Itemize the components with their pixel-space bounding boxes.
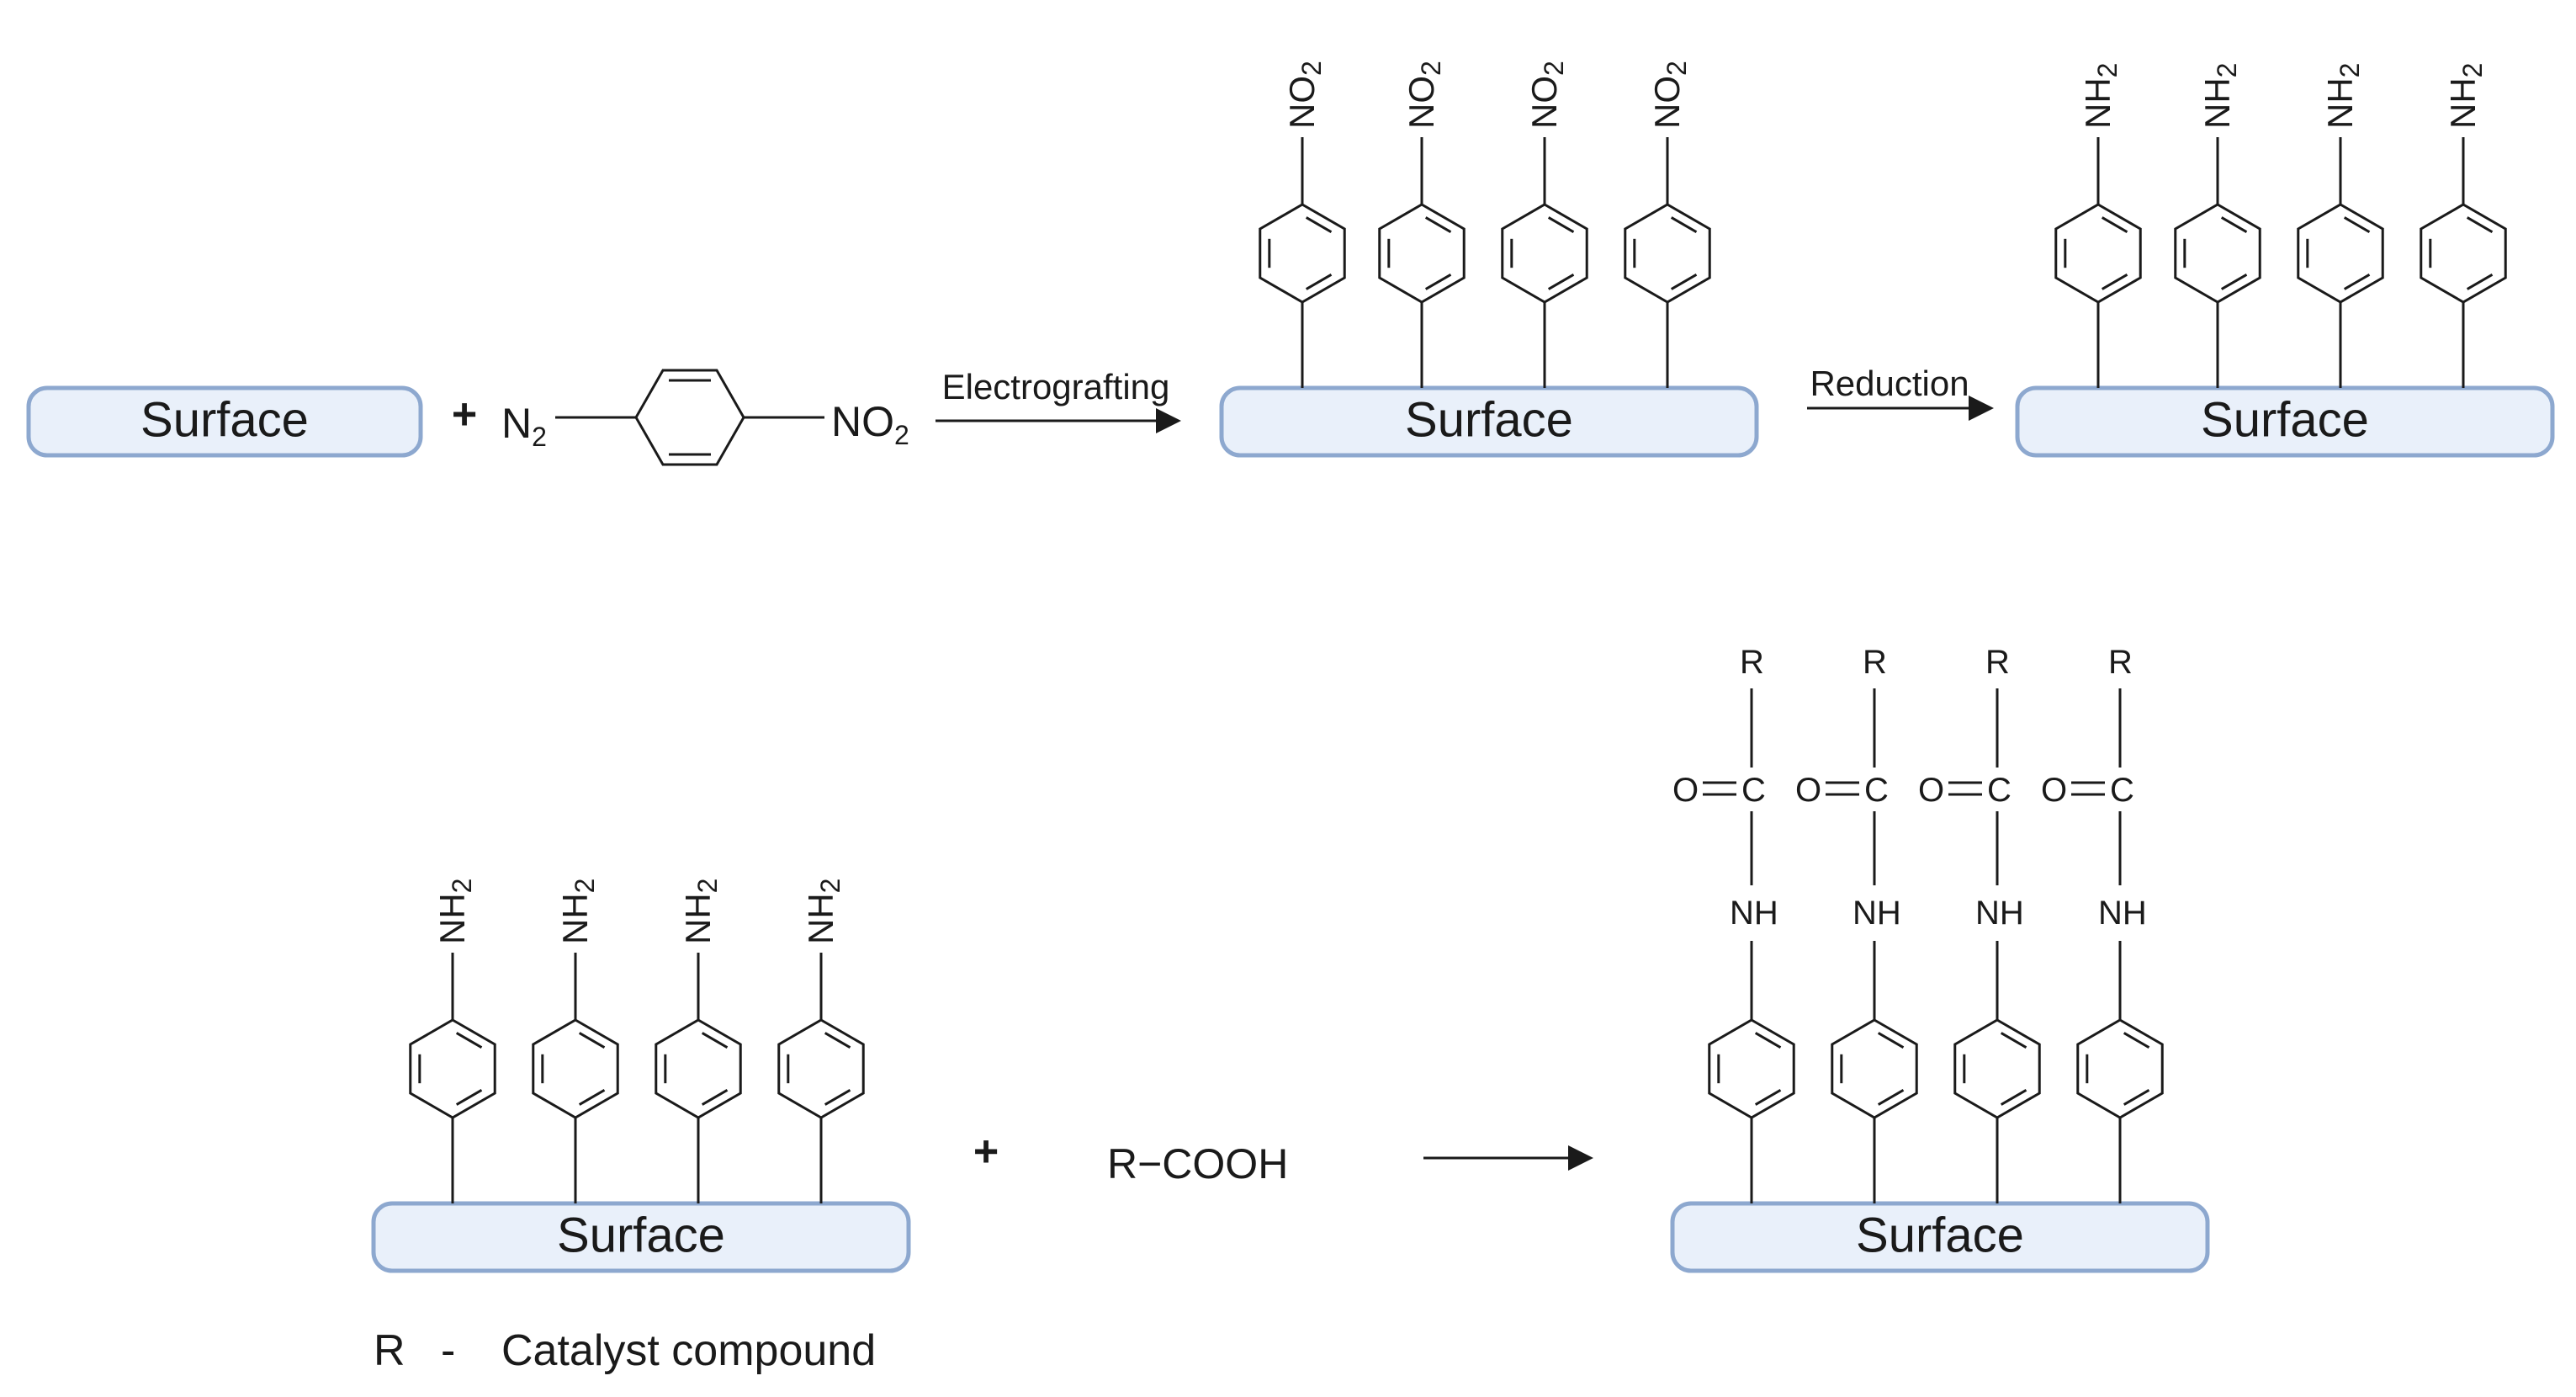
surface-label: Surface — [1405, 392, 1573, 447]
amide-chain: NH C O R — [1672, 644, 1795, 1203]
nitrophenyl-surface: Surface NO2 NO2 NO2 NO2 — [1219, 61, 1759, 458]
benzene-ring — [1501, 203, 1588, 304]
phenyl-chain: NH2 — [2174, 63, 2261, 388]
carbonyl-carbon: C — [1987, 772, 2012, 809]
carbonyl-carbon: C — [1864, 772, 1889, 809]
phenyl-chain: NO2 — [1624, 61, 1711, 388]
amide-nh: NH — [1730, 895, 1778, 932]
benzene-ring — [2420, 203, 2507, 304]
r-group: R — [1863, 644, 1887, 681]
surface-start: Surface — [26, 385, 423, 458]
phenyl-chain: NH2 — [2420, 63, 2507, 388]
arrow-label-electrografting: Electrografting — [942, 367, 1170, 406]
nitro-group: NO2 — [1647, 61, 1692, 129]
surface-label: Surface — [557, 1208, 725, 1262]
benzene-ring — [1831, 1018, 1918, 1119]
r-group: R — [1985, 644, 2010, 681]
phenyl-chain: NH2 — [777, 879, 865, 1203]
benzene-ring — [655, 1018, 742, 1119]
carbonyl-carbon: C — [1741, 772, 1766, 809]
plus-sign: + — [973, 1128, 999, 1177]
benzene-ring — [1624, 203, 1711, 304]
legend: R - Catalyst compound — [374, 1326, 876, 1375]
nitro-subscript: 2 — [894, 420, 909, 450]
phenyl-chain: NO2 — [1259, 61, 1346, 388]
amine-group: NH2 — [2078, 63, 2123, 129]
benzene-ring — [1708, 1018, 1795, 1119]
carbonyl-oxygen: O — [2041, 772, 2067, 809]
carbonyl-oxygen: O — [1918, 772, 1944, 809]
benzene-ring — [634, 369, 745, 466]
nitro-group: NO2 — [1402, 61, 1446, 129]
amine-group: NH2 — [432, 879, 477, 944]
amine-group: NH2 — [2320, 63, 2365, 129]
phenyl-chain: NH2 — [2297, 63, 2384, 388]
aminophenyl-surface: Surface NH2 NH2 NH2 NH2 — [2015, 63, 2555, 458]
surface-label: Surface — [2201, 392, 2369, 447]
benzene-ring — [777, 1018, 865, 1119]
nitro-group: NO2 — [1524, 61, 1569, 129]
r-group: R — [1740, 644, 1764, 681]
nitro-group: NO — [831, 398, 894, 445]
benzene-ring — [532, 1018, 619, 1119]
amide-nh: NH — [1852, 895, 1901, 932]
benzene-ring — [2076, 1018, 2164, 1119]
benzene-ring — [2054, 203, 2142, 304]
amine-group: NH2 — [801, 879, 845, 944]
surface-label: Surface — [1856, 1208, 2024, 1262]
amine-group: NH2 — [678, 879, 723, 944]
arrow-label-reduction: Reduction — [1810, 364, 1969, 403]
svg-text:NO2: NO2 — [831, 398, 909, 450]
phenyl-chain: NO2 — [1501, 61, 1588, 388]
amine-group: NH2 — [2443, 63, 2488, 129]
legend-symbol: R — [374, 1326, 405, 1375]
phenyl-chain: NH2 — [2054, 63, 2142, 388]
benzene-ring — [2297, 203, 2384, 304]
nitro-group: NO2 — [1282, 61, 1327, 129]
phenyl-chain: NO2 — [1378, 61, 1466, 388]
arrow-electrografting: Electrografting — [936, 367, 1181, 433]
amide-chain: NH C O R — [1918, 644, 2041, 1203]
r-group: R — [2108, 644, 2133, 681]
diazonium-subscript: 2 — [532, 422, 547, 452]
carbonyl-oxygen: O — [1672, 772, 1699, 809]
carbonyl-oxygen: O — [1795, 772, 1821, 809]
phenyl-chain: NH2 — [409, 879, 496, 1203]
benzene-ring — [1259, 203, 1346, 304]
legend-meaning: Catalyst compound — [501, 1326, 876, 1375]
benzene-ring — [1953, 1018, 2041, 1119]
legend-dash: - — [441, 1326, 455, 1375]
svg-text:N2: N2 — [501, 400, 547, 452]
benzene-ring — [2174, 203, 2261, 304]
arrow-reduction: Reduction — [1807, 364, 1994, 421]
phenyl-chain: NH2 — [655, 879, 742, 1203]
diazonium-n: N — [501, 400, 532, 447]
amide-nh: NH — [1975, 895, 2024, 932]
plus-sign: + — [452, 390, 477, 439]
benzene-ring — [1378, 203, 1466, 304]
carboxylic-acid: R−COOH — [1107, 1140, 1288, 1187]
benzene-ring — [409, 1018, 496, 1119]
amide-chain: NH C O R — [2041, 644, 2164, 1203]
amine-group: NH2 — [555, 879, 600, 944]
aminophenyl-surface-reactant: Surface NH2 NH2 NH2 NH2 — [371, 879, 911, 1273]
surface-label: Surface — [140, 392, 309, 447]
diazonium-reagent: N2 NO2 — [501, 369, 909, 466]
amine-group: NH2 — [2197, 63, 2242, 129]
amide-chain: NH C O R — [1795, 644, 1918, 1203]
amide-nh: NH — [2098, 895, 2147, 932]
carbonyl-carbon: C — [2110, 772, 2134, 809]
phenyl-chain: NH2 — [532, 879, 619, 1203]
